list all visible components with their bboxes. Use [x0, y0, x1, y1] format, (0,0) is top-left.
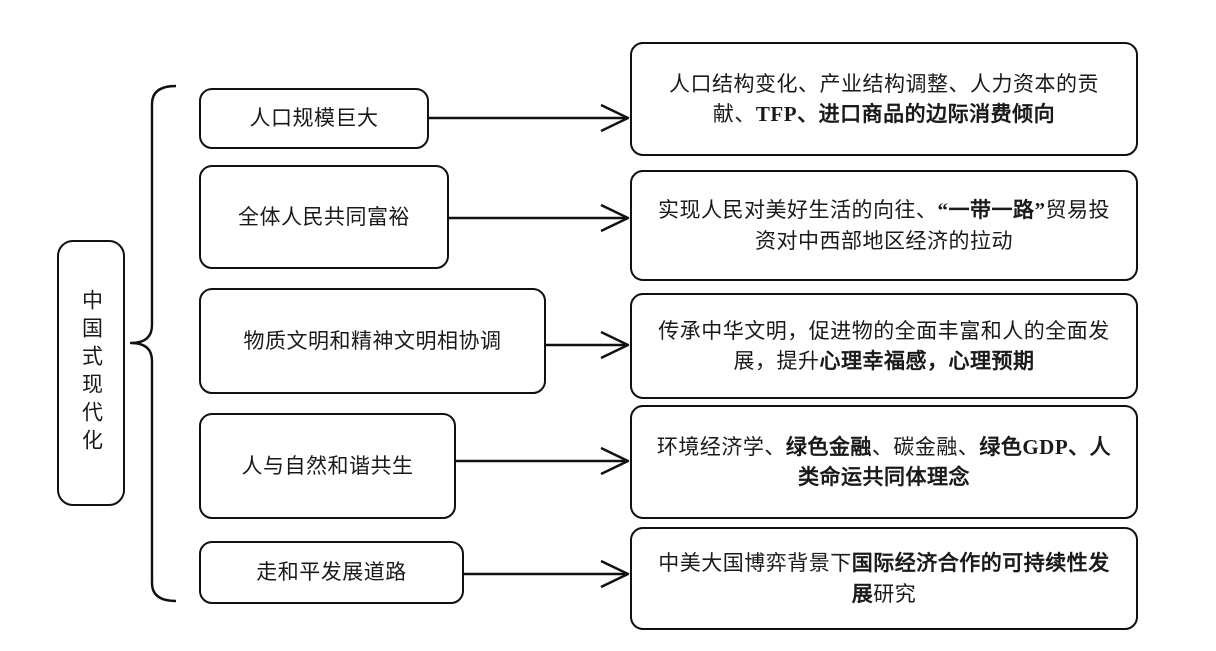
feature-label-2: 全体人民共同富裕 [238, 204, 410, 229]
detail-box-1[interactable]: 人口结构变化、产业结构调整、人力资本的贡献、TFP、进口商品的边际消费倾向 [630, 42, 1138, 156]
root-node-label: 中国式现代化 [79, 289, 104, 457]
detail-box-4[interactable]: 环境经济学、绿色金融、碳金融、绿色GDP、人类命运共同体理念 [630, 405, 1138, 519]
detail-1-plain-1: 人口结构变化、产业结构调整、人力资本的贡献、 [669, 71, 1099, 126]
detail-2-plain-1: 实现人民对美好生活的向往、 [658, 198, 938, 223]
feature-box-4[interactable]: 人与自然和谐共生 [199, 413, 456, 519]
detail-box-5[interactable]: 中美大国博弈背景下国际经济合作的可持续性发展研究 [630, 527, 1138, 630]
feature-box-5[interactable]: 走和平发展道路 [199, 541, 464, 604]
detail-box-2[interactable]: 实现人民对美好生活的向往、“一带一路”贸易投资对中西部地区经济的拉动 [630, 170, 1138, 281]
detail-5-plain-2: 研究 [873, 581, 917, 606]
detail-text-1: 人口结构变化、产业结构调整、人力资本的贡献、TFP、进口商品的边际消费倾向 [632, 69, 1136, 130]
detail-4-bold-1: 绿色金融 [785, 434, 872, 459]
connector-row-1 [429, 103, 630, 133]
detail-text-4: 环境经济学、绿色金融、碳金融、绿色GDP、人类命运共同体理念 [632, 432, 1136, 493]
detail-2-plain-2: 贸易投资对中西部地区经济的拉动 [755, 198, 1110, 253]
connector-row-3 [546, 330, 630, 360]
feature-box-2[interactable]: 全体人民共同富裕 [199, 165, 449, 269]
feature-box-1[interactable]: 人口规模巨大 [199, 88, 429, 149]
feature-label-1: 人口规模巨大 [249, 106, 379, 131]
detail-text-3: 传承中华文明，促进物的全面丰富和人的全面发展，提升心理幸福感，心理预期 [632, 316, 1136, 377]
connector-row-4 [456, 446, 630, 476]
feature-box-3[interactable]: 物质文明和精神文明相协调 [199, 288, 546, 394]
detail-4-bold-2: 绿色GDP、人类命运共同体理念 [798, 434, 1112, 489]
connector-row-2 [449, 203, 630, 233]
connector-row-5 [464, 559, 630, 589]
feature-label-3: 物质文明和精神文明相协调 [243, 328, 502, 353]
detail-4-plain-1: 环境经济学、 [656, 434, 786, 459]
detail-5-plain-1: 中美大国博弈背景下 [658, 551, 852, 576]
left-curly-brace-icon [129, 84, 177, 603]
detail-text-2: 实现人民对美好生活的向往、“一带一路”贸易投资对中西部地区经济的拉动 [632, 195, 1136, 256]
detail-text-5: 中美大国博弈背景下国际经济合作的可持续性发展研究 [632, 548, 1136, 609]
detail-3-bold-1: 心理幸福感，心理预期 [819, 349, 1035, 373]
detail-box-3[interactable]: 传承中华文明，促进物的全面丰富和人的全面发展，提升心理幸福感，心理预期 [630, 293, 1138, 399]
detail-2-bold-1: “一带一路” [937, 198, 1046, 223]
detail-3-plain-1: 传承中华文明，促进物的全面丰富和人的全面发展，提升 [658, 318, 1110, 373]
detail-5-bold-1: 国际经济合作的可持续性发展 [851, 551, 1110, 606]
detail-4-plain-2: 、碳金融、 [871, 434, 980, 459]
detail-1-bold-1: TFP、进口商品的边际消费倾向 [755, 102, 1056, 126]
root-node-china-modernization[interactable]: 中国式现代化 [57, 240, 125, 506]
feature-label-4: 人与自然和谐共生 [241, 453, 414, 478]
feature-label-5: 走和平发展道路 [256, 560, 407, 585]
